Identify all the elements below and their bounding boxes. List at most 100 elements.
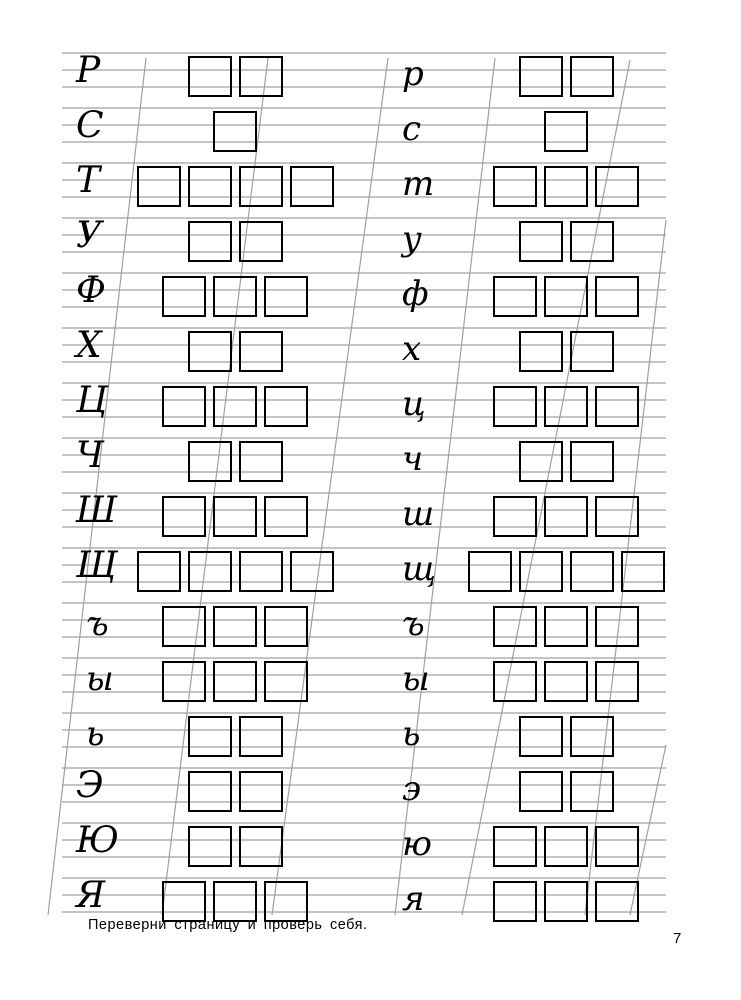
answer-box-left[interactable] <box>188 551 232 592</box>
answer-box-right[interactable] <box>544 111 588 152</box>
answer-box-left[interactable] <box>264 276 308 317</box>
answer-box-right[interactable] <box>468 551 512 592</box>
answer-box-left[interactable] <box>162 386 206 427</box>
answer-box-left[interactable] <box>264 881 308 922</box>
answer-box-right[interactable] <box>621 551 665 592</box>
answer-box-right[interactable] <box>570 56 614 97</box>
answer-box-left[interactable] <box>213 661 257 702</box>
answer-box-left[interactable] <box>239 716 283 757</box>
answer-box-left[interactable] <box>188 826 232 867</box>
answer-box-left[interactable] <box>188 56 232 97</box>
answer-box-left[interactable] <box>239 56 283 97</box>
answer-box-right[interactable] <box>519 771 563 812</box>
answer-box-left[interactable] <box>162 881 206 922</box>
answer-box-right[interactable] <box>544 276 588 317</box>
answer-box-right[interactable] <box>570 441 614 482</box>
answer-box-left[interactable] <box>162 496 206 537</box>
slant-guide-line <box>47 57 147 916</box>
answer-box-left[interactable] <box>213 496 257 537</box>
answer-box-left[interactable] <box>213 606 257 647</box>
answer-box-right[interactable] <box>570 551 614 592</box>
answer-box-left[interactable] <box>162 606 206 647</box>
answer-box-right[interactable] <box>595 826 639 867</box>
lowercase-letter: щ <box>402 549 437 589</box>
answer-box-right[interactable] <box>519 56 563 97</box>
uppercase-letter: ь <box>86 714 105 754</box>
answer-box-right[interactable] <box>544 826 588 867</box>
answer-box-left[interactable] <box>239 221 283 262</box>
answer-box-left[interactable] <box>137 166 181 207</box>
answer-box-right[interactable] <box>595 606 639 647</box>
answer-box-left[interactable] <box>290 551 334 592</box>
answer-box-right[interactable] <box>544 606 588 647</box>
answer-box-right[interactable] <box>544 496 588 537</box>
answer-box-right[interactable] <box>595 386 639 427</box>
answer-box-left[interactable] <box>264 496 308 537</box>
answer-box-left[interactable] <box>213 276 257 317</box>
answer-box-left[interactable] <box>188 166 232 207</box>
answer-box-right[interactable] <box>493 276 537 317</box>
uppercase-letter: Ш <box>76 490 118 531</box>
answer-box-right[interactable] <box>595 496 639 537</box>
lowercase-letter: ч <box>402 439 424 479</box>
slant-guide-line <box>629 744 667 916</box>
answer-box-left[interactable] <box>264 661 308 702</box>
lowercase-letter: я <box>402 879 425 919</box>
answer-box-right[interactable] <box>493 496 537 537</box>
answer-box-right[interactable] <box>493 166 537 207</box>
answer-box-right[interactable] <box>493 661 537 702</box>
answer-box-right[interactable] <box>519 716 563 757</box>
answer-box-left[interactable] <box>239 551 283 592</box>
uppercase-letter: Ю <box>76 820 119 861</box>
answer-box-left[interactable] <box>213 111 257 152</box>
answer-box-right[interactable] <box>595 661 639 702</box>
answer-box-right[interactable] <box>544 661 588 702</box>
answer-box-left[interactable] <box>239 826 283 867</box>
answer-box-left[interactable] <box>239 331 283 372</box>
answer-box-left[interactable] <box>188 221 232 262</box>
answer-box-left[interactable] <box>137 551 181 592</box>
answer-box-left[interactable] <box>188 441 232 482</box>
answer-box-left[interactable] <box>162 276 206 317</box>
answer-box-left[interactable] <box>290 166 334 207</box>
uppercase-letter: ы <box>86 659 114 699</box>
answer-box-right[interactable] <box>493 606 537 647</box>
answer-box-right[interactable] <box>570 331 614 372</box>
lowercase-letter: т <box>402 164 435 204</box>
answer-box-right[interactable] <box>570 716 614 757</box>
answer-box-left[interactable] <box>239 771 283 812</box>
uppercase-letter: Ц <box>76 380 108 421</box>
answer-box-left[interactable] <box>188 771 232 812</box>
answer-box-right[interactable] <box>544 386 588 427</box>
answer-box-right[interactable] <box>595 166 639 207</box>
answer-box-right[interactable] <box>544 881 588 922</box>
answer-box-right[interactable] <box>519 551 563 592</box>
answer-box-right[interactable] <box>570 771 614 812</box>
answer-box-right[interactable] <box>493 386 537 427</box>
lowercase-letter: х <box>402 329 422 369</box>
answer-box-left[interactable] <box>162 661 206 702</box>
answer-box-right[interactable] <box>570 221 614 262</box>
answer-box-left[interactable] <box>239 166 283 207</box>
answer-box-left[interactable] <box>188 716 232 757</box>
answer-box-right[interactable] <box>493 881 537 922</box>
answer-box-left[interactable] <box>264 386 308 427</box>
answer-box-left[interactable] <box>188 331 232 372</box>
answer-box-right[interactable] <box>493 826 537 867</box>
answer-box-left[interactable] <box>264 606 308 647</box>
answer-box-right[interactable] <box>595 881 639 922</box>
answer-box-right[interactable] <box>595 276 639 317</box>
answer-box-left[interactable] <box>213 881 257 922</box>
answer-box-right[interactable] <box>519 331 563 372</box>
answer-box-right[interactable] <box>519 441 563 482</box>
uppercase-letter: Щ <box>76 545 118 586</box>
uppercase-letter: ъ <box>86 604 109 644</box>
slant-guide-line <box>584 219 667 916</box>
answer-box-left[interactable] <box>213 386 257 427</box>
answer-box-right[interactable] <box>519 221 563 262</box>
slant-guide-line <box>271 57 389 916</box>
lowercase-letter: ы <box>402 659 430 699</box>
answer-box-left[interactable] <box>239 441 283 482</box>
answer-box-right[interactable] <box>544 166 588 207</box>
